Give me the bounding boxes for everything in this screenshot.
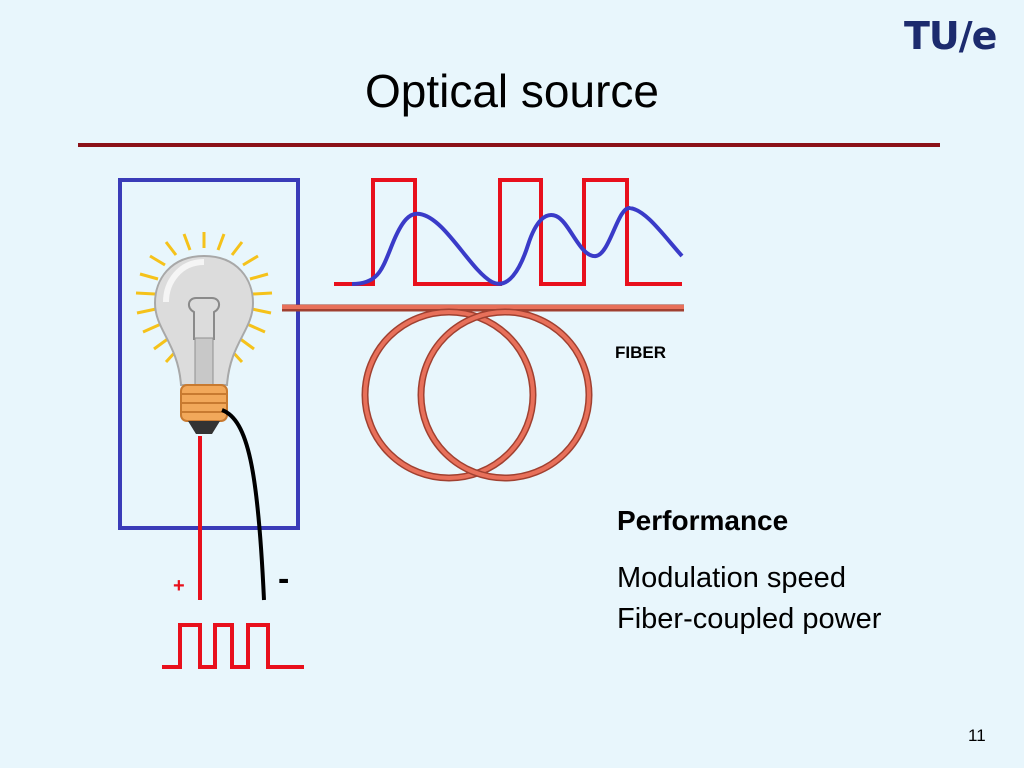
minus-terminal-label: -: [278, 560, 290, 598]
negative-lead: [221, 408, 266, 601]
title-rule: [78, 143, 940, 147]
electrical-drive-signal: [162, 623, 304, 669]
plus-terminal-label: +: [173, 575, 185, 597]
source-box: [118, 178, 300, 530]
fiber-label: FIBER: [615, 343, 666, 362]
performance-item-fiber-coupled-power: Fiber-coupled power: [617, 603, 882, 635]
page-number: 11: [968, 726, 986, 745]
fiber-coil-icon: [282, 304, 684, 482]
performance-list: Modulation speed Fiber-coupled power: [617, 558, 881, 640]
light-bulb-icon: [153, 254, 255, 434]
performance-item-modulation-speed: Modulation speed: [617, 562, 846, 594]
optical-response-curve: [351, 206, 684, 286]
modulated-pulse-signal: [334, 178, 682, 286]
performance-heading: Performance: [617, 505, 789, 536]
slide-title: Optical source: [364, 65, 659, 117]
tue-logo: TU/e: [904, 14, 997, 58]
